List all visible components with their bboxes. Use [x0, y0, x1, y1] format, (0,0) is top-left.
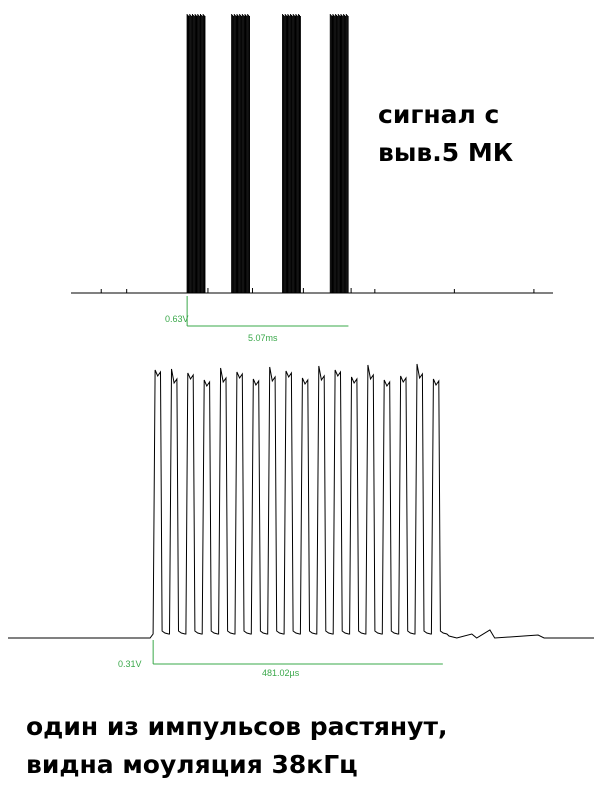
- burst-1: [186, 14, 209, 293]
- chart-single-pulse: 0.31V 481.02µs: [8, 363, 594, 678]
- measurement-marker: [152, 640, 443, 665]
- burst-2: [231, 14, 253, 293]
- trigger-level-label: 0.63V: [165, 314, 189, 324]
- caption-line: видна моуляция 38кГц: [26, 750, 358, 779]
- caption-signal-pin: сигнал с выв.5 МК: [378, 96, 578, 172]
- time-span-label: 481.02µs: [262, 668, 300, 678]
- caption-line: сигнал с: [378, 100, 500, 129]
- trigger-level-label: 0.31V: [118, 659, 142, 669]
- measurement-marker: [186, 296, 349, 327]
- caption-line: выв.5 МК: [378, 138, 514, 167]
- caption-modulation-note: один из импульсов растянут, видна моуляц…: [26, 708, 586, 784]
- trace-line: [71, 14, 553, 294]
- pulse-trace: [8, 363, 594, 639]
- time-span-label: 5.07ms: [248, 333, 278, 343]
- burst-4: [329, 14, 352, 293]
- burst-3: [282, 14, 304, 293]
- trace-line: [8, 363, 594, 639]
- chart-burst-sequence: 0.63V 5.07ms: [71, 14, 553, 343]
- caption-line: один из импульсов растянут,: [26, 712, 448, 741]
